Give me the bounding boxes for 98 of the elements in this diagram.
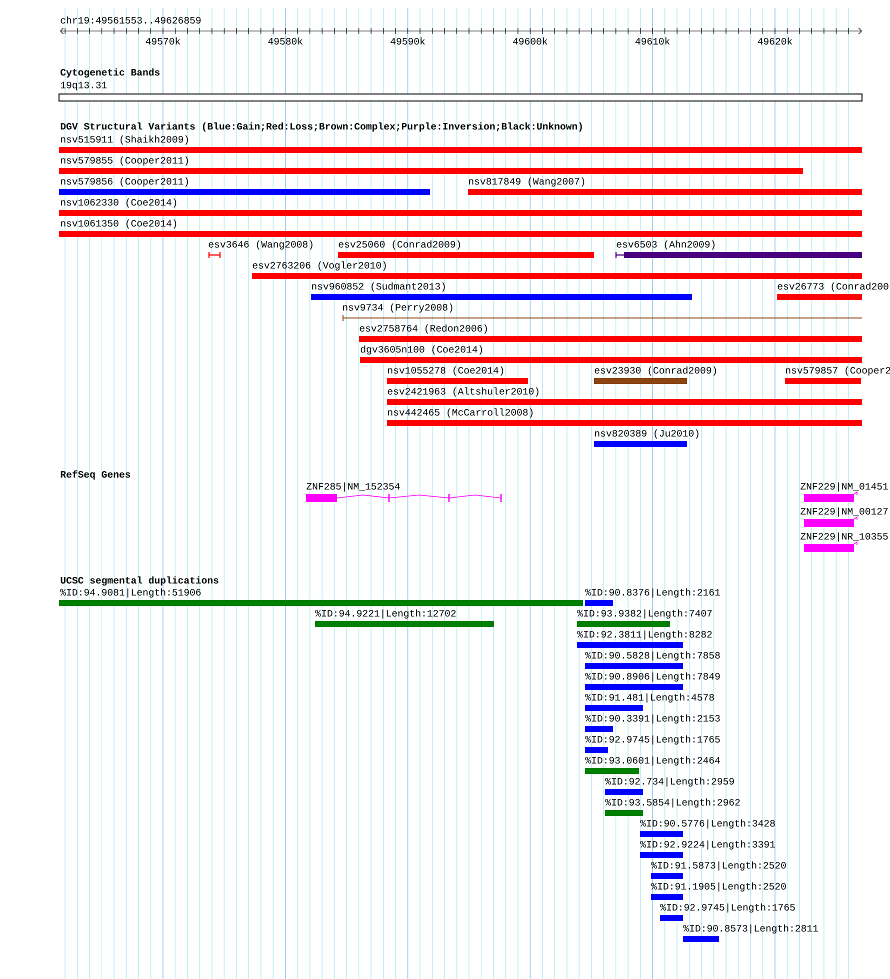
duplication-bar: %ID:92.734|Length:2959 (605, 777, 734, 795)
duplication-bar: %ID:93.0601|Length:2464 (585, 756, 720, 774)
node-label: %ID:90.3391|Length:2153 (585, 714, 720, 724)
duplication-bar: %ID:90.3391|Length:2153 (585, 714, 720, 732)
node-label: %ID:90.5776|Length:3428 (640, 819, 775, 829)
node-label: esv23930 (Conrad2009) (594, 366, 716, 376)
tick-label: 49570k (146, 37, 180, 45)
variant-bar: nsv579856 (Cooper2011) (59, 177, 430, 195)
node-label: %ID:94.9221|Length:12702 (315, 609, 456, 619)
node-label: %ID:94.9081|Length:51906 (60, 588, 201, 598)
duplication-bar: %ID:90.8376|Length:2161 (585, 588, 720, 606)
duplication-bar: %ID:92.9745|Length:1765 (660, 903, 795, 921)
node-label: esv2758764 (Redon2006) (360, 324, 487, 334)
track-title: DGV Structural Variants (Blue:Gain;Red:Loss;Brown:Complex;Purple:Inversion;Black:Unknown) (60, 122, 582, 132)
duplication-bar: %ID:94.9221|Length:12702 (315, 609, 494, 627)
variant-bar: nsv579855 (Cooper2011) (59, 156, 803, 174)
gene-model: ZNF229|NR_10355 (800, 532, 888, 552)
node-label: %ID:92.9224|Length:3391 (640, 840, 775, 850)
node-label: esv2763206 (Vogler2010) (252, 261, 386, 271)
node-label: %ID:92.9745|Length:1765 (660, 903, 795, 913)
node-label: esv2421963 (Altshuler2010) (388, 387, 538, 397)
tick-label: 49580k (268, 37, 303, 45)
variant-bar: esv2421963 (Altshuler2010) (387, 387, 862, 405)
node-label: nsv1055278 (Coe2014) (388, 366, 504, 376)
node-label: %ID:90.5828|Length:7858 (585, 651, 720, 661)
duplication-bar: %ID:94.9081|Length:51906 (59, 588, 583, 606)
node-label: nsv579855 (Cooper2011) (61, 156, 188, 166)
tick-label: 49600k (513, 37, 548, 45)
duplication-bar: %ID:91.5873|Length:2520 (651, 861, 786, 879)
duplication-bar: %ID:90.8906|Length:7849 (585, 672, 720, 690)
node-label: dgv3605n100 (Coe2014) (360, 345, 482, 355)
variant-bar: nsv817849 (Wang2007) (468, 177, 862, 195)
variant-bar: nsv1061350 (Coe2014) (59, 219, 862, 237)
node-label: esv6503 (Ahn2009) (616, 240, 715, 250)
variant-bar: esv3646 (Wang2008) (208, 240, 312, 259)
duplication-bar: %ID:93.5854|Length:2962 (605, 798, 740, 816)
variant-bar: esv23930 (Conrad2009) (594, 366, 716, 384)
tick-label: 49610k (635, 37, 670, 45)
node-label: %ID:92.9745|Length:1765 (585, 735, 720, 745)
track-title: RefSeq Genes (60, 470, 130, 480)
variant-bar: nsv515911 (Shaikh2009) (59, 135, 862, 153)
track-title: Cytogenetic Bands (60, 68, 160, 78)
node-label: nsv1061350 (Coe2014) (61, 219, 176, 229)
node-label: ZNF285|NM_152354 (306, 482, 400, 492)
node-label: %ID:92.3811|Length:8282 (577, 630, 712, 640)
variant-bar: esv2763206 (Vogler2010) (252, 261, 862, 279)
node-label: esv26773 (Conrad200 (778, 282, 888, 292)
node-label: %ID:93.0601|Length:2464 (585, 756, 720, 766)
duplication-bar: %ID:90.5828|Length:7858 (585, 651, 720, 669)
duplication-bar: %ID:92.9745|Length:1765 (585, 735, 720, 753)
variant-bar: nsv1062330 (Coe2014) (59, 198, 862, 216)
variant-bar: nsv579857 (Cooper2 (785, 366, 890, 384)
tick-label: 49620k (758, 37, 792, 45)
variant-bar: esv2758764 (Redon2006) (359, 324, 862, 342)
node-label: %ID:91.1905|Length:2520 (651, 882, 786, 892)
position-label: chr19:49561553..49626859 (60, 16, 201, 24)
variant-bar: nsv960852 (Sudmant2013) (311, 282, 692, 300)
node-label: %ID:93.5854|Length:2962 (605, 798, 740, 808)
duplication-bar: %ID:92.3811|Length:8282 (577, 630, 712, 648)
node-label: nsv1062330 (Coe2014) (61, 198, 176, 208)
duplication-bar: %ID:90.5776|Length:3428 (640, 819, 775, 837)
node-label: nsv579857 (Cooper2 (786, 366, 890, 376)
node-label: %ID:92.734|Length:2959 (605, 777, 734, 787)
node-label: nsv442465 (McCarroll2008) (388, 408, 533, 418)
gene-model: ZNF285|NM_152354 (306, 482, 502, 502)
variant-bar: nsv820389 (Ju2010) (594, 429, 698, 447)
gene-model: ZNF229|NM_00127 (800, 507, 888, 527)
band-label: 19q13.31 (60, 82, 107, 90)
variant-line: nsv9734 (Perry2008) (342, 303, 862, 322)
node-label: nsv579856 (Cooper2011) (61, 177, 188, 187)
duplication-bar: %ID:91.481|Length:4578 (585, 693, 714, 711)
variant-bar: nsv442465 (McCarroll2008) (387, 408, 862, 426)
variant-bar: esv6503 (Ahn2009) (615, 240, 862, 259)
node-label: ZNF229|NM_01451 (800, 482, 888, 492)
variant-bar: esv25060 (Conrad2009) (338, 240, 594, 258)
node-label: %ID:90.8573|Length:2811 (683, 924, 818, 934)
duplication-bar: %ID:93.9382|Length:7407 (577, 609, 712, 627)
node-label: nsv515911 (Shaikh2009) (61, 135, 188, 145)
variant-bar: dgv3605n100 (Coe2014) (360, 345, 862, 363)
duplication-bar: %ID:92.9224|Length:3391 (640, 840, 775, 858)
node-label: %ID:91.5873|Length:2520 (651, 861, 786, 871)
variant-bar: nsv1055278 (Coe2014) (387, 366, 528, 384)
variant-bar: esv26773 (Conrad200 (777, 282, 888, 300)
tick-label: 49590k (390, 37, 425, 45)
duplication-bar: %ID:90.8573|Length:2811 (683, 924, 818, 942)
node-label: %ID:90.8906|Length:7849 (585, 672, 720, 682)
node-label: nsv960852 (Sudmant2013) (312, 282, 445, 292)
node-label: %ID:90.8376|Length:2161 (585, 588, 720, 598)
duplication-bar: %ID:91.1905|Length:2520 (651, 882, 786, 900)
node-label: ZNF229|NR_10355 (800, 532, 888, 542)
node-label: esv25060 (Conrad2009) (338, 240, 460, 250)
node-label: nsv820389 (Ju2010) (595, 429, 698, 439)
node-label: %ID:93.9382|Length:7407 (577, 609, 712, 619)
node-label: nsv817849 (Wang2007) (469, 177, 584, 187)
node-label: ZNF229|NM_00127 (800, 507, 888, 517)
track-title: UCSC segmental duplications (60, 576, 218, 586)
node-label: %ID:91.481|Length:4578 (585, 693, 714, 703)
gene-model: ZNF229|NM_01451 (800, 482, 888, 502)
